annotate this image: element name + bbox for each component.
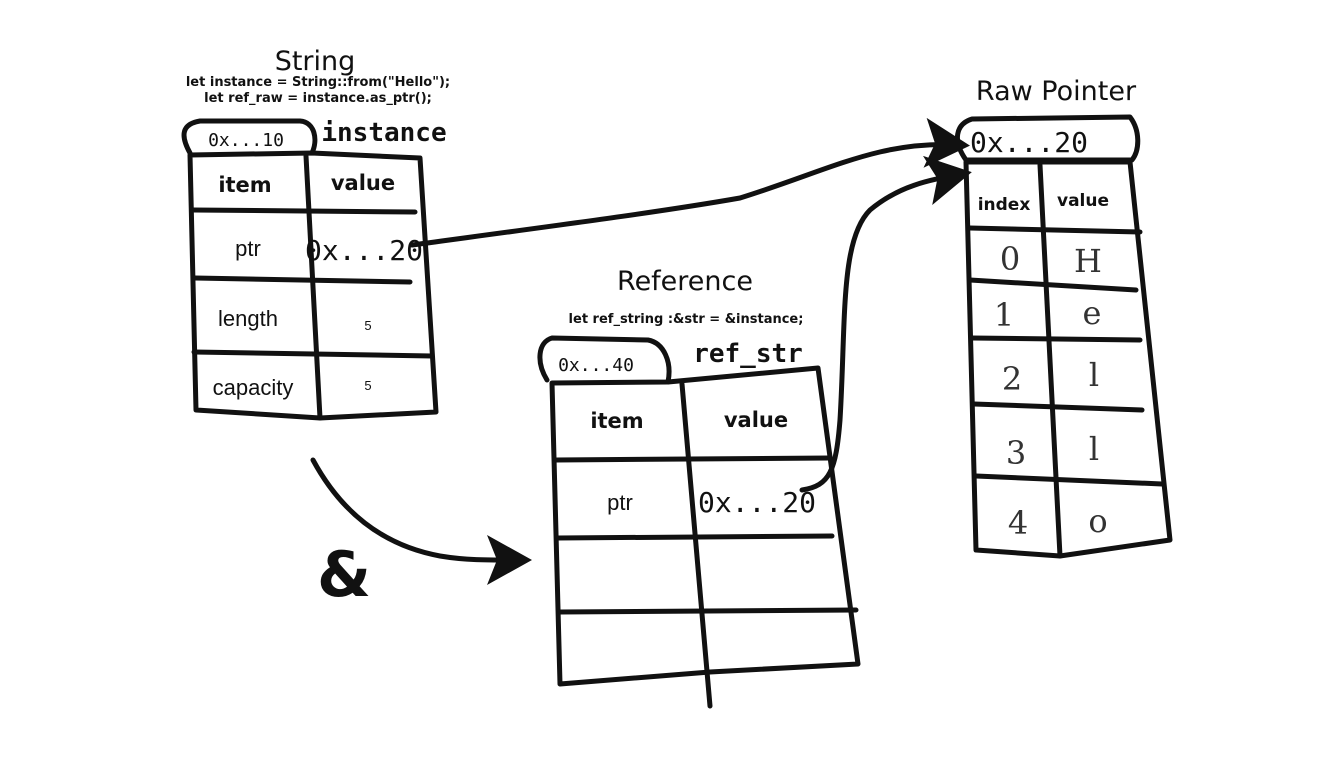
ampersand-label: & <box>317 538 371 611</box>
raw-pointer-row-line <box>971 401 1145 413</box>
reference-row-item: ptr <box>607 490 633 515</box>
raw-pointer-table <box>963 159 1173 559</box>
reference-header-item: item <box>590 409 643 433</box>
reference-table <box>549 365 861 687</box>
raw-pointer-table-divider <box>1037 162 1063 559</box>
string-address: 0x...10 <box>208 130 284 151</box>
reference-address-tab <box>537 335 672 385</box>
string-row-item: length <box>218 306 278 331</box>
raw-pointer-row-value: e <box>1083 294 1102 332</box>
string-table-divider <box>303 153 323 421</box>
arrow-string-ptr-to-raw <box>409 117 970 248</box>
raw-pointer-row-value: o <box>1088 502 1107 540</box>
reference-title: Reference <box>617 266 753 297</box>
string-code-line-1: let instance = String::from("Hello"); <box>186 75 450 90</box>
string-row-value: 0x...20 <box>305 234 423 267</box>
raw-pointer-title: Raw Pointer <box>976 76 1137 107</box>
raw-pointer-row-value: H <box>1074 242 1102 280</box>
string-table <box>187 150 439 421</box>
raw-pointer-row-index: 4 <box>1008 504 1028 542</box>
reference-var-name: ref_str <box>693 339 803 369</box>
reference-row-line <box>555 533 835 541</box>
reference-address: 0x...40 <box>558 355 634 376</box>
string-title: String <box>275 46 356 77</box>
string-code-line-2: let ref_raw = instance.as_ptr(); <box>204 91 432 106</box>
reference-block: Reference let ref_string :&str = &instan… <box>537 266 861 709</box>
raw-pointer-row-line <box>967 225 1143 235</box>
raw-pointer-row-value: l <box>1089 356 1099 394</box>
string-row-value: 5 <box>364 378 371 393</box>
string-header-value: value <box>331 171 395 195</box>
string-row-value: 5 <box>364 318 371 333</box>
arrow-reference-ptr-to-raw <box>799 155 972 493</box>
raw-pointer-row-index: 0 <box>1000 240 1020 278</box>
reference-table-divider <box>679 381 713 709</box>
raw-pointer-block: Raw Pointer 0x...20 index value 0 H 1 e … <box>955 76 1173 559</box>
arrow-string-to-reference <box>310 457 532 586</box>
reference-row-value: 0x...20 <box>698 486 816 519</box>
reference-header-value: value <box>724 408 788 432</box>
string-row-line <box>190 207 418 215</box>
raw-pointer-header-value: value <box>1057 191 1109 211</box>
raw-pointer-row-line <box>969 335 1143 343</box>
string-address-tab <box>181 118 318 156</box>
raw-pointer-row-index: 3 <box>1006 434 1026 472</box>
reference-row-line <box>553 455 833 463</box>
reference-code-line: let ref_string :&str = &instance; <box>569 312 804 327</box>
raw-pointer-row-index: 2 <box>1002 360 1022 398</box>
raw-pointer-row-index: 1 <box>994 296 1014 334</box>
raw-pointer-row-line <box>973 473 1165 487</box>
string-row-line <box>192 275 413 285</box>
raw-pointer-header-index: index <box>978 195 1031 215</box>
reference-row-line <box>557 607 859 615</box>
raw-pointer-row-line <box>967 277 1139 293</box>
string-header-item: item <box>218 173 271 197</box>
string-row-line <box>191 349 435 359</box>
string-row-item: ptr <box>235 236 261 261</box>
raw-pointer-row-value: l <box>1089 430 1099 468</box>
string-var-name: instance <box>321 118 446 148</box>
string-block: String let instance = String::from("Hell… <box>181 46 450 421</box>
string-row-item: capacity <box>213 375 294 400</box>
raw-pointer-address: 0x...20 <box>970 126 1088 159</box>
